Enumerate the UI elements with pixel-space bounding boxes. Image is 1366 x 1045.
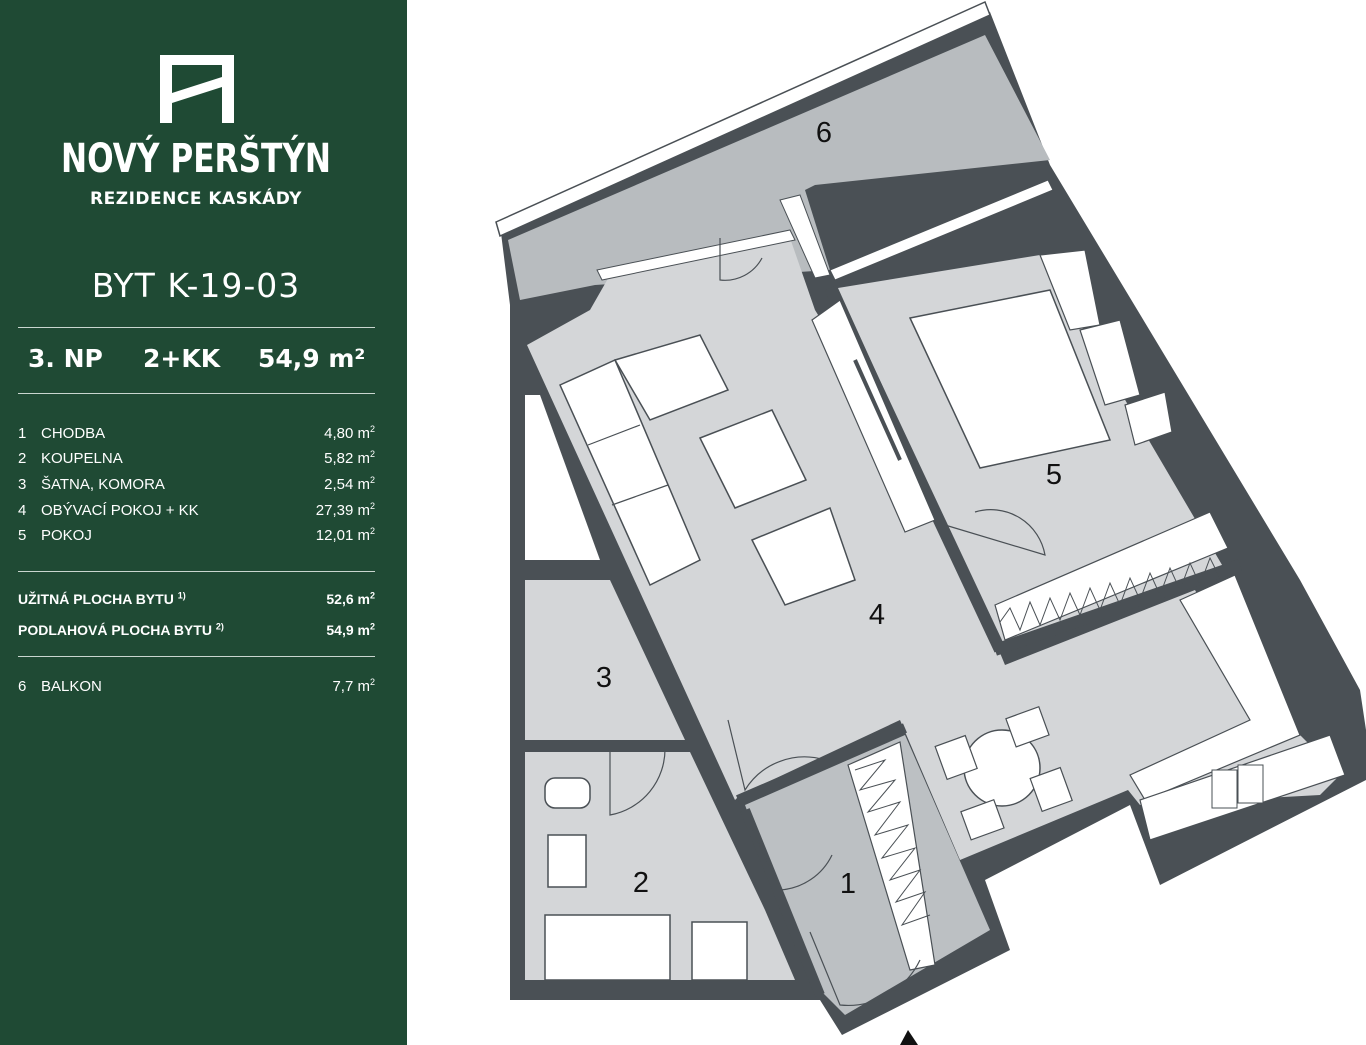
sofa bbox=[559, 358, 701, 587]
floor-area-row: PODLAHOVÁ PLOCHA BYTU 2) 54,9 m2 bbox=[18, 622, 375, 642]
room-number: 3 bbox=[18, 476, 27, 493]
brand-name: NOVÝ PERŠTÝN bbox=[60, 136, 332, 182]
unit-layout: 2+KK bbox=[143, 344, 221, 373]
room-area: 2,54 m2 bbox=[324, 475, 375, 494]
room-number: 2 bbox=[18, 450, 27, 467]
room-area: 4,80 m2 bbox=[324, 424, 375, 443]
bed bbox=[908, 289, 1112, 469]
total-area: 54,9 m2 bbox=[326, 621, 375, 638]
room-number: 1 bbox=[18, 425, 27, 442]
total-name: PODLAHOVÁ PLOCHA BYTU 2) bbox=[18, 621, 224, 638]
room-area: 27,39 m2 bbox=[315, 501, 375, 520]
room-label-1: 1 bbox=[840, 868, 856, 900]
wardrobe bbox=[994, 511, 1229, 641]
room-number: 5 bbox=[18, 527, 27, 544]
room-label-4: 4 bbox=[869, 599, 885, 631]
divider bbox=[18, 393, 375, 394]
bathtub-icon bbox=[544, 914, 671, 981]
room-name: ŠATNA, KOMORA bbox=[41, 476, 165, 493]
sink-icon bbox=[1211, 769, 1238, 809]
chair bbox=[1029, 766, 1073, 813]
washing-machine-icon bbox=[691, 921, 748, 981]
window bbox=[596, 229, 796, 281]
balcony-railing bbox=[495, 0, 991, 238]
divider bbox=[18, 327, 375, 328]
nightstand bbox=[1079, 319, 1141, 406]
door-entrance bbox=[809, 931, 921, 1006]
room-name: BALKON bbox=[41, 678, 102, 695]
room-label-3: 3 bbox=[596, 662, 612, 694]
divider bbox=[18, 656, 375, 657]
room-row: 5 POKOJ 12,01 m2 bbox=[18, 527, 375, 547]
usable-area-row: UŽITNÁ PLOCHA BYTU 1) 52,6 m2 bbox=[18, 591, 375, 611]
room-area: 5,82 m2 bbox=[324, 449, 375, 468]
floor-plan-drawing: 1 2 3 4 5 6 bbox=[495, 0, 1366, 1045]
floor-plan: 1 2 3 4 5 6 bbox=[407, 0, 1366, 1045]
room-row: 1 CHODBA 4,80 m2 bbox=[18, 425, 375, 445]
door-bathroom bbox=[609, 747, 666, 816]
room-label-6: 6 bbox=[816, 117, 832, 149]
hall-wardrobe-hangers bbox=[854, 758, 931, 926]
room-number: 6 bbox=[18, 678, 27, 695]
partition-wall bbox=[736, 723, 907, 805]
chair bbox=[934, 734, 978, 781]
partition-wall bbox=[993, 559, 1242, 656]
balcony-row: 6 BALKON 7,7 m2 bbox=[18, 678, 375, 698]
unit-floor: 3. NP bbox=[28, 344, 103, 373]
living-room-area bbox=[527, 238, 1340, 860]
wardrobe-hangers bbox=[999, 556, 1221, 632]
entrance-arrow-icon bbox=[900, 1030, 918, 1045]
door-living bbox=[727, 719, 826, 792]
room-name: OBÝVACÍ POKOJ + KK bbox=[41, 502, 199, 519]
door-bedroom bbox=[944, 509, 1046, 556]
tv bbox=[853, 359, 902, 461]
storage-area bbox=[525, 580, 685, 740]
washbasin-icon bbox=[547, 834, 587, 888]
total-name: UŽITNÁ PLOCHA BYTU 1) bbox=[18, 590, 186, 607]
unit-title: BYT K-19-03 bbox=[91, 266, 301, 305]
room-name: KOUPELNA bbox=[41, 450, 123, 467]
unit-area: 54,9 m² bbox=[258, 344, 366, 373]
chair bbox=[960, 798, 1005, 841]
sofa-chaise bbox=[613, 334, 730, 421]
chair bbox=[1005, 705, 1050, 748]
void-area bbox=[525, 395, 600, 560]
room-area: 12,01 m2 bbox=[315, 526, 375, 545]
room-name: POKOJ bbox=[41, 527, 92, 544]
brand-subtitle: REZIDENCE KASKÁDY bbox=[90, 189, 302, 209]
door-balcony bbox=[719, 238, 763, 281]
room-label-2: 2 bbox=[633, 867, 649, 899]
sink-icon bbox=[1237, 764, 1264, 804]
window bbox=[779, 194, 831, 279]
nightstand bbox=[1124, 391, 1173, 446]
info-sidebar: NOVÝ PERŠTÝN REZIDENCE KASKÁDY BYT K-19-… bbox=[0, 0, 407, 1045]
tv-cabinet bbox=[811, 299, 936, 533]
divider bbox=[18, 571, 375, 572]
room-row: 3 ŠATNA, KOMORA 2,54 m2 bbox=[18, 476, 375, 496]
toilet-icon bbox=[544, 777, 591, 809]
room-number: 4 bbox=[18, 502, 27, 519]
room-label-5: 5 bbox=[1046, 459, 1062, 491]
window bbox=[829, 179, 1054, 281]
armchair bbox=[750, 507, 856, 606]
room-area: 7,7 m2 bbox=[332, 677, 375, 696]
np-monogram-logo-icon bbox=[160, 55, 234, 123]
coffee-table bbox=[698, 409, 808, 509]
door-hall bbox=[751, 827, 833, 891]
hall-wardrobe bbox=[847, 741, 936, 971]
room-row: 2 KOUPELNA 5,82 m2 bbox=[18, 450, 375, 470]
total-area: 52,6 m2 bbox=[326, 590, 375, 607]
balcony-area bbox=[508, 35, 1050, 300]
room-name: CHODBA bbox=[41, 425, 106, 442]
room-row: 4 OBÝVACÍ POKOJ + KK 27,39 m2 bbox=[18, 502, 375, 522]
